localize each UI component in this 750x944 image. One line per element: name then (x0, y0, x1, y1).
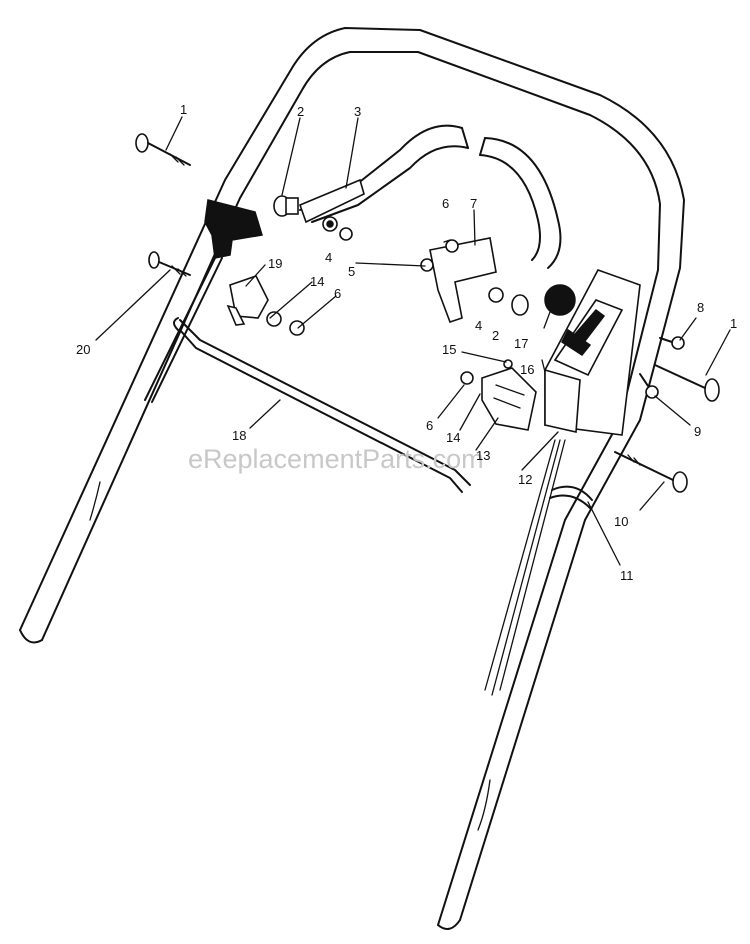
bolt-20 (148, 251, 191, 277)
callout-20: 20 (76, 342, 90, 357)
clamp-band (549, 485, 593, 509)
callout-4b: 4 (475, 318, 482, 333)
callout-16: 16 (520, 362, 534, 377)
callout-6b: 6 (334, 286, 341, 301)
callout-18: 18 (232, 428, 246, 443)
callout-14a: 14 (310, 274, 324, 289)
watermark: eReplacementParts.com (188, 444, 484, 474)
callout-8: 8 (697, 300, 704, 315)
screw-9 (639, 373, 659, 399)
handle-tube (19, 27, 685, 930)
control-bail (298, 124, 562, 324)
bolt-1-lower (654, 364, 720, 402)
callout-7: 7 (470, 196, 477, 211)
callout-1b: 1 (730, 316, 737, 331)
callout-2b: 2 (492, 328, 499, 343)
bolt-1-upper (135, 133, 191, 166)
callout-4a: 4 (325, 250, 332, 265)
callout-11: 11 (620, 568, 634, 583)
callout-3: 3 (354, 104, 361, 119)
callout-6a: 6 (442, 196, 449, 211)
callout-17: 17 (514, 336, 528, 351)
screw-8 (659, 336, 685, 350)
callout-10: 10 (614, 514, 628, 529)
callout-14b: 14 (446, 430, 460, 445)
callout-1a: 1 (180, 102, 187, 117)
callout-15: 15 (442, 342, 456, 357)
throttle-knob (144, 199, 263, 403)
switch-bracket (226, 275, 537, 431)
callout-19: 19 (268, 256, 282, 271)
callout-6c: 6 (426, 418, 433, 433)
callout-5: 5 (348, 264, 355, 279)
callout-13: 13 (476, 448, 490, 463)
callout-12: 12 (518, 472, 532, 487)
bail-rod (173, 317, 471, 493)
callout-9: 9 (694, 424, 701, 439)
control-box (484, 269, 641, 696)
callouts: 1 2 3 4 5 6 7 19 14 6 20 8 1 4 2 17 15 1… (76, 102, 737, 583)
bolt-10 (614, 451, 688, 493)
callout-2a: 2 (297, 104, 304, 119)
hardware (266, 195, 529, 385)
leader-lines (95, 116, 731, 566)
